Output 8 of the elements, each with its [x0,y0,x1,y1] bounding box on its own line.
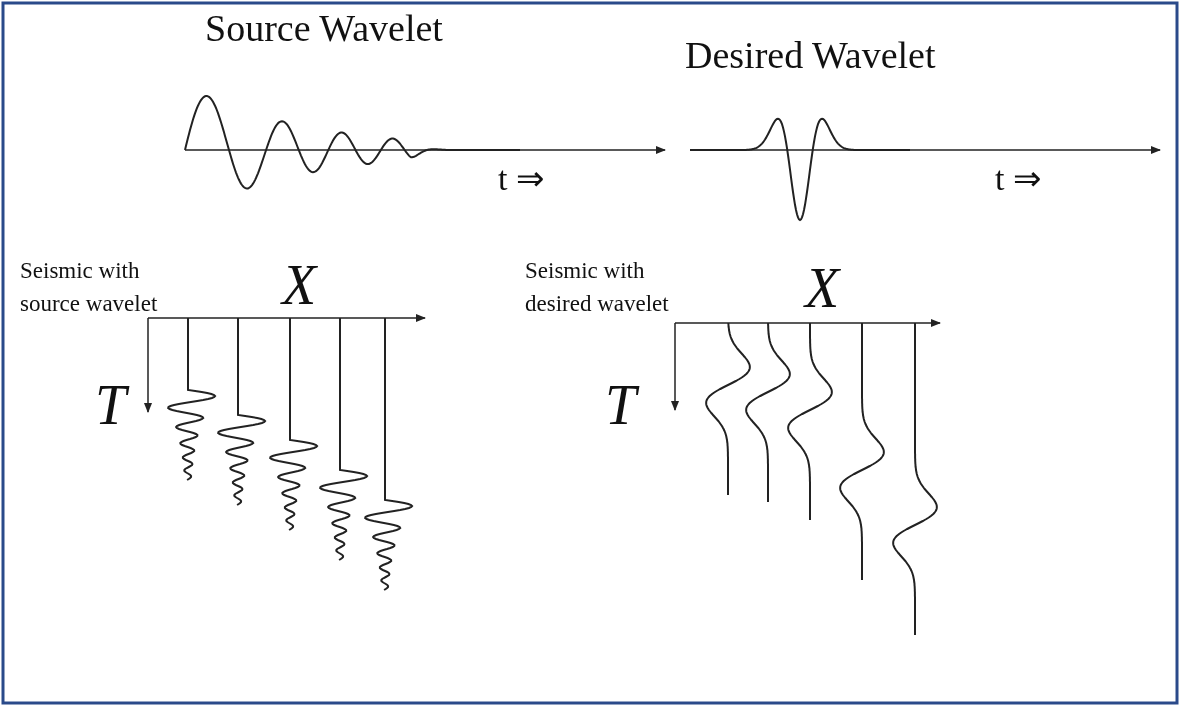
axis-label: X [282,255,317,317]
axis-label: t ⇒ [995,160,1041,198]
panel-caption: Seismic with source wavelet [20,257,159,319]
axis-label: X [805,258,840,320]
title-text: Source Wavelet [205,8,443,50]
panel-caption: Seismic with desired wavelet [525,257,670,319]
title-text: Desired Wavelet [685,35,936,77]
axis-label: t ⇒ [498,160,544,198]
